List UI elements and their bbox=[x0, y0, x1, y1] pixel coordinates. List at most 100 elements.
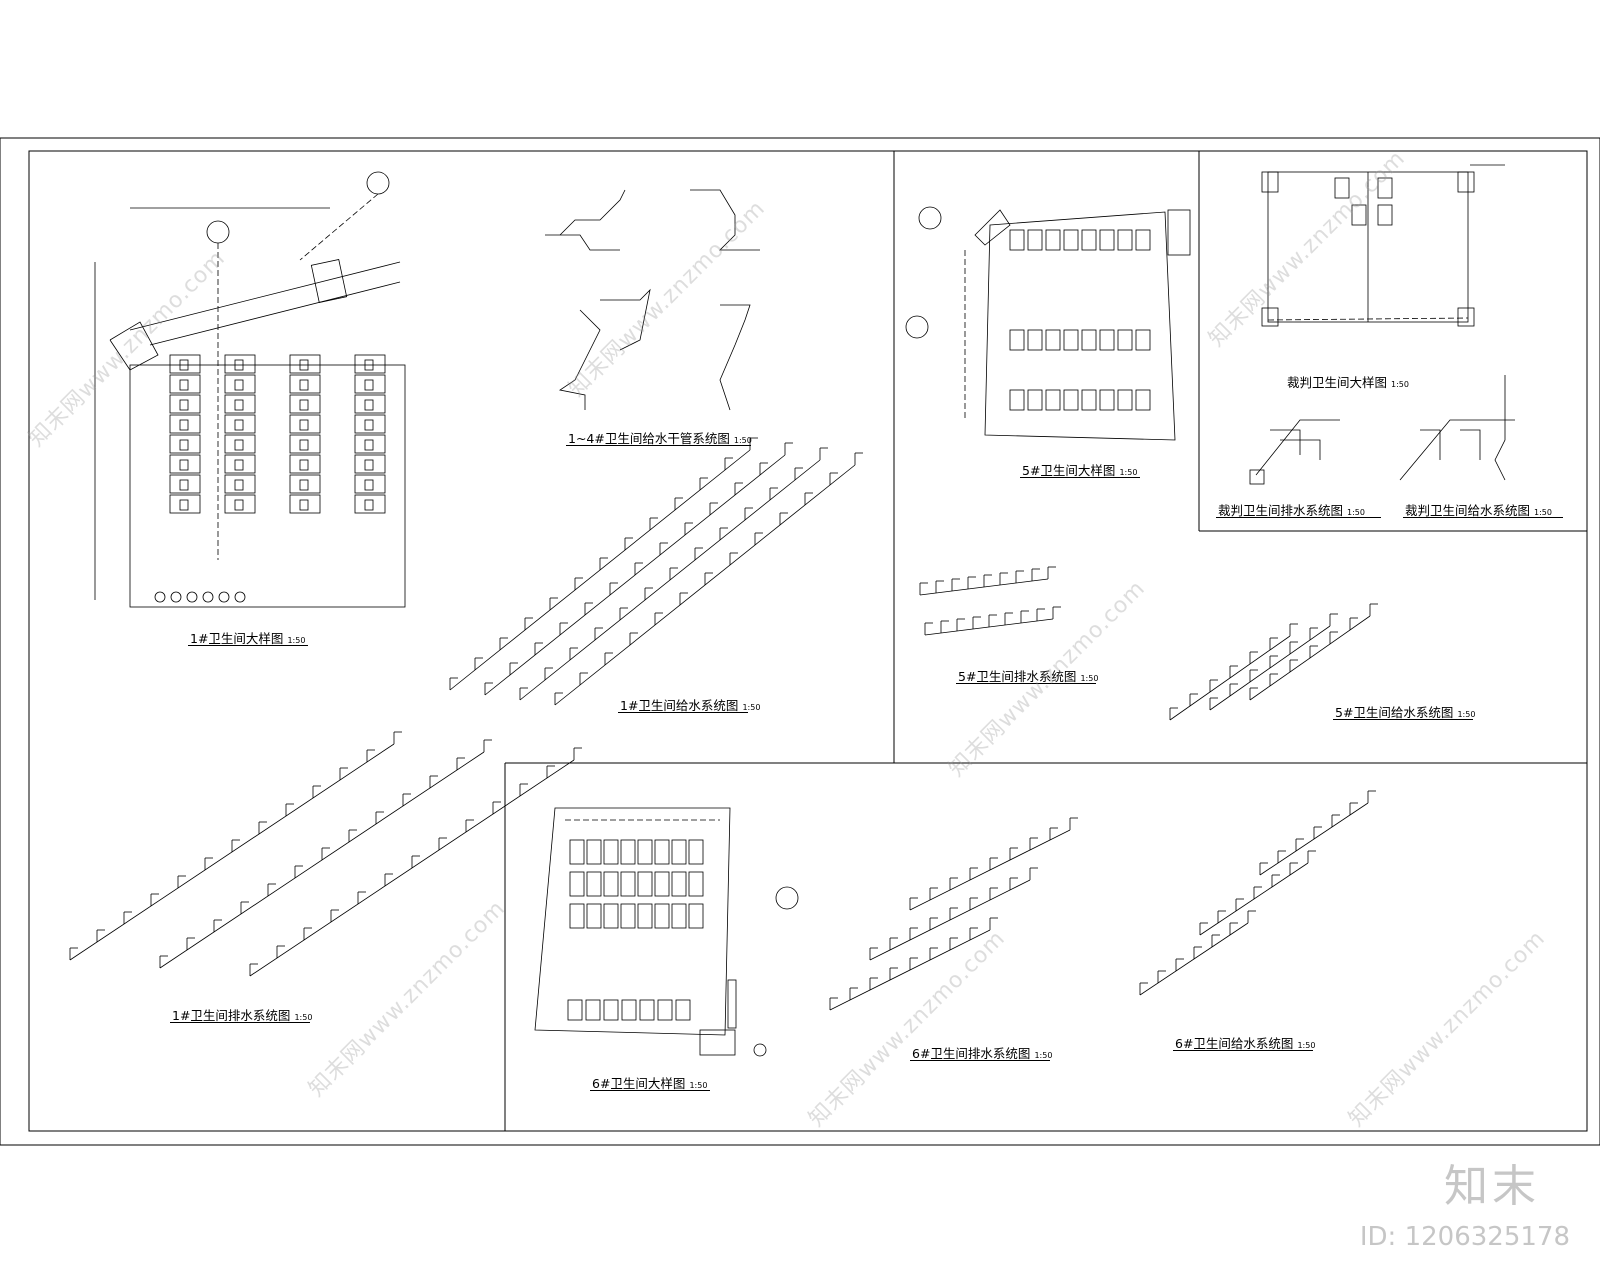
fixture bbox=[234, 419, 244, 431]
fixture bbox=[179, 459, 189, 471]
title-underline bbox=[956, 683, 1096, 684]
stall bbox=[224, 434, 256, 454]
fixture bbox=[179, 379, 189, 391]
stall bbox=[620, 903, 636, 929]
stall bbox=[1081, 229, 1097, 251]
stall bbox=[603, 903, 619, 929]
supply-system-1 bbox=[449, 437, 863, 706]
stall bbox=[354, 414, 386, 434]
fixture bbox=[170, 591, 182, 603]
stall bbox=[1045, 229, 1061, 251]
fixture bbox=[364, 479, 374, 491]
plan-6-toilet bbox=[534, 807, 799, 1057]
stall bbox=[1135, 329, 1151, 351]
title-underline bbox=[1173, 1050, 1313, 1051]
plan-1-toilet bbox=[94, 171, 406, 608]
fixture bbox=[234, 399, 244, 411]
stall bbox=[585, 999, 601, 1021]
fixture bbox=[299, 379, 309, 391]
inner-frame bbox=[28, 150, 1588, 1132]
fixture bbox=[364, 439, 374, 451]
stall bbox=[586, 903, 602, 929]
outer-frame bbox=[0, 137, 1600, 1146]
stall bbox=[688, 871, 704, 897]
supply-system-6 bbox=[1139, 790, 1376, 996]
stall bbox=[1117, 389, 1133, 411]
stall bbox=[586, 839, 602, 865]
stall bbox=[169, 454, 201, 474]
stall bbox=[289, 394, 321, 414]
stall bbox=[354, 474, 386, 494]
stall bbox=[224, 354, 256, 374]
stall bbox=[1045, 389, 1061, 411]
stall bbox=[654, 871, 670, 897]
stall bbox=[289, 414, 321, 434]
stall bbox=[671, 903, 687, 929]
stall bbox=[1099, 329, 1115, 351]
fixture bbox=[299, 419, 309, 431]
stall bbox=[1081, 389, 1097, 411]
stall bbox=[354, 354, 386, 374]
stall bbox=[289, 474, 321, 494]
fixture bbox=[364, 359, 374, 371]
supply-system-5 bbox=[1169, 603, 1378, 721]
stall bbox=[671, 871, 687, 897]
stall bbox=[637, 871, 653, 897]
title-underline bbox=[1333, 719, 1473, 720]
stall bbox=[169, 494, 201, 514]
stall bbox=[1027, 329, 1043, 351]
fixture bbox=[186, 591, 198, 603]
fixture bbox=[179, 439, 189, 451]
fixture bbox=[202, 591, 214, 603]
fixture bbox=[234, 459, 244, 471]
stall bbox=[169, 434, 201, 454]
drainage-system-referee bbox=[1249, 419, 1340, 485]
drainage-system-6 bbox=[829, 817, 1078, 1011]
stall bbox=[1099, 389, 1115, 411]
title-underline bbox=[566, 445, 751, 446]
title-underline bbox=[1403, 517, 1563, 518]
fixture bbox=[179, 419, 189, 431]
fixture bbox=[299, 399, 309, 411]
fixture bbox=[234, 591, 246, 603]
fixture bbox=[364, 419, 374, 431]
stall bbox=[289, 454, 321, 474]
stall bbox=[289, 494, 321, 514]
stall bbox=[671, 839, 687, 865]
plan-5-toilet bbox=[905, 206, 1191, 441]
stall bbox=[224, 374, 256, 394]
fixture bbox=[179, 399, 189, 411]
fixture bbox=[299, 359, 309, 371]
title-underline bbox=[1020, 477, 1140, 478]
stall bbox=[654, 903, 670, 929]
stall bbox=[567, 999, 583, 1021]
stall bbox=[289, 434, 321, 454]
drainage-system-5 bbox=[919, 566, 1061, 636]
fixture bbox=[234, 499, 244, 511]
stall bbox=[1117, 329, 1133, 351]
stall bbox=[637, 903, 653, 929]
stall bbox=[1009, 229, 1025, 251]
stall bbox=[569, 871, 585, 897]
stall bbox=[603, 871, 619, 897]
fixture bbox=[179, 359, 189, 371]
fixture bbox=[234, 479, 244, 491]
fixture bbox=[364, 379, 374, 391]
fixture bbox=[179, 499, 189, 511]
stall bbox=[169, 354, 201, 374]
stall bbox=[354, 374, 386, 394]
stall bbox=[169, 374, 201, 394]
image-id: ID: 1206325178 bbox=[1359, 1222, 1570, 1252]
stall bbox=[354, 434, 386, 454]
title-underline bbox=[1216, 517, 1381, 518]
